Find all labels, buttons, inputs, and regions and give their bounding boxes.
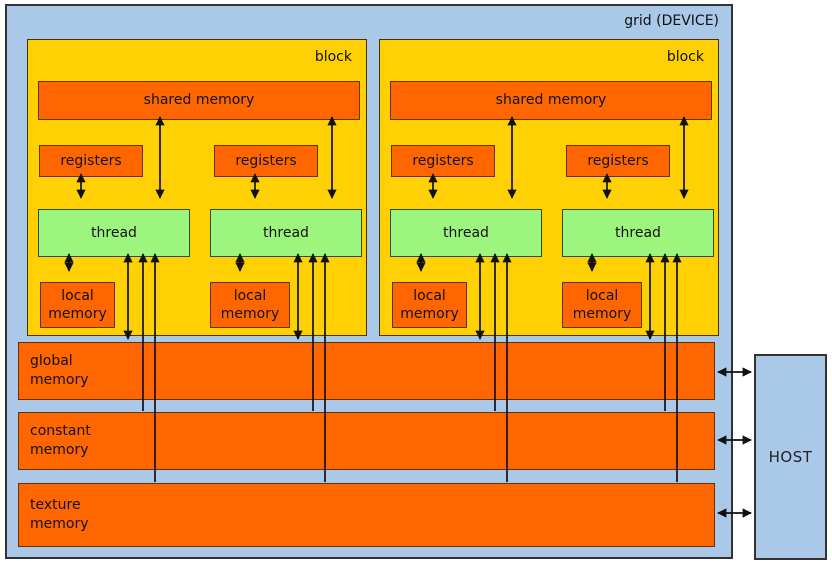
block-2-local-memory-2-label: local memory — [572, 287, 632, 322]
block-2-registers-1: registers — [391, 145, 495, 177]
global-memory-label: global memory — [30, 353, 89, 388]
block-1-thread-1: thread — [38, 209, 190, 257]
block-2-thread-1: thread — [390, 209, 542, 257]
block-1-registers-1: registers — [39, 145, 143, 177]
device-grid-label: grid (DEVICE) — [624, 13, 719, 29]
block-1-local-memory-1-label: local memory — [48, 287, 107, 322]
texture-memory-band: texture memory — [18, 483, 715, 547]
block-1-local-memory-2: local memory — [210, 282, 290, 328]
constant-memory-band: constant memory — [18, 412, 715, 470]
constant-memory-label: constant memory — [30, 423, 91, 458]
block-2-local-memory-1: local memory — [392, 282, 467, 328]
block-1-shared-memory: shared memory — [38, 81, 360, 120]
host-label: HOST — [768, 448, 813, 466]
block-2-local-memory-1-label: local memory — [400, 287, 459, 322]
block-1-thread-2: thread — [210, 209, 362, 257]
block-1-local-memory-2-label: local memory — [220, 287, 280, 322]
block-2-thread-2: thread — [562, 209, 714, 257]
host-box: HOST — [754, 354, 827, 560]
block-1: block shared memory registers registers … — [27, 39, 367, 336]
block-1-registers-2: registers — [214, 145, 318, 177]
block-2-label: block — [666, 49, 704, 65]
texture-memory-label: texture memory — [30, 497, 89, 532]
block-2: block shared memory registers registers … — [379, 39, 719, 336]
block-2-local-memory-2: local memory — [562, 282, 642, 328]
global-memory-band: global memory — [18, 342, 715, 400]
device-grid-box: grid (DEVICE) block shared memory regist… — [5, 4, 733, 559]
block-2-shared-memory: shared memory — [390, 81, 712, 120]
block-2-registers-2: registers — [566, 145, 670, 177]
block-1-label: block — [314, 49, 352, 65]
block-1-local-memory-1: local memory — [40, 282, 115, 328]
